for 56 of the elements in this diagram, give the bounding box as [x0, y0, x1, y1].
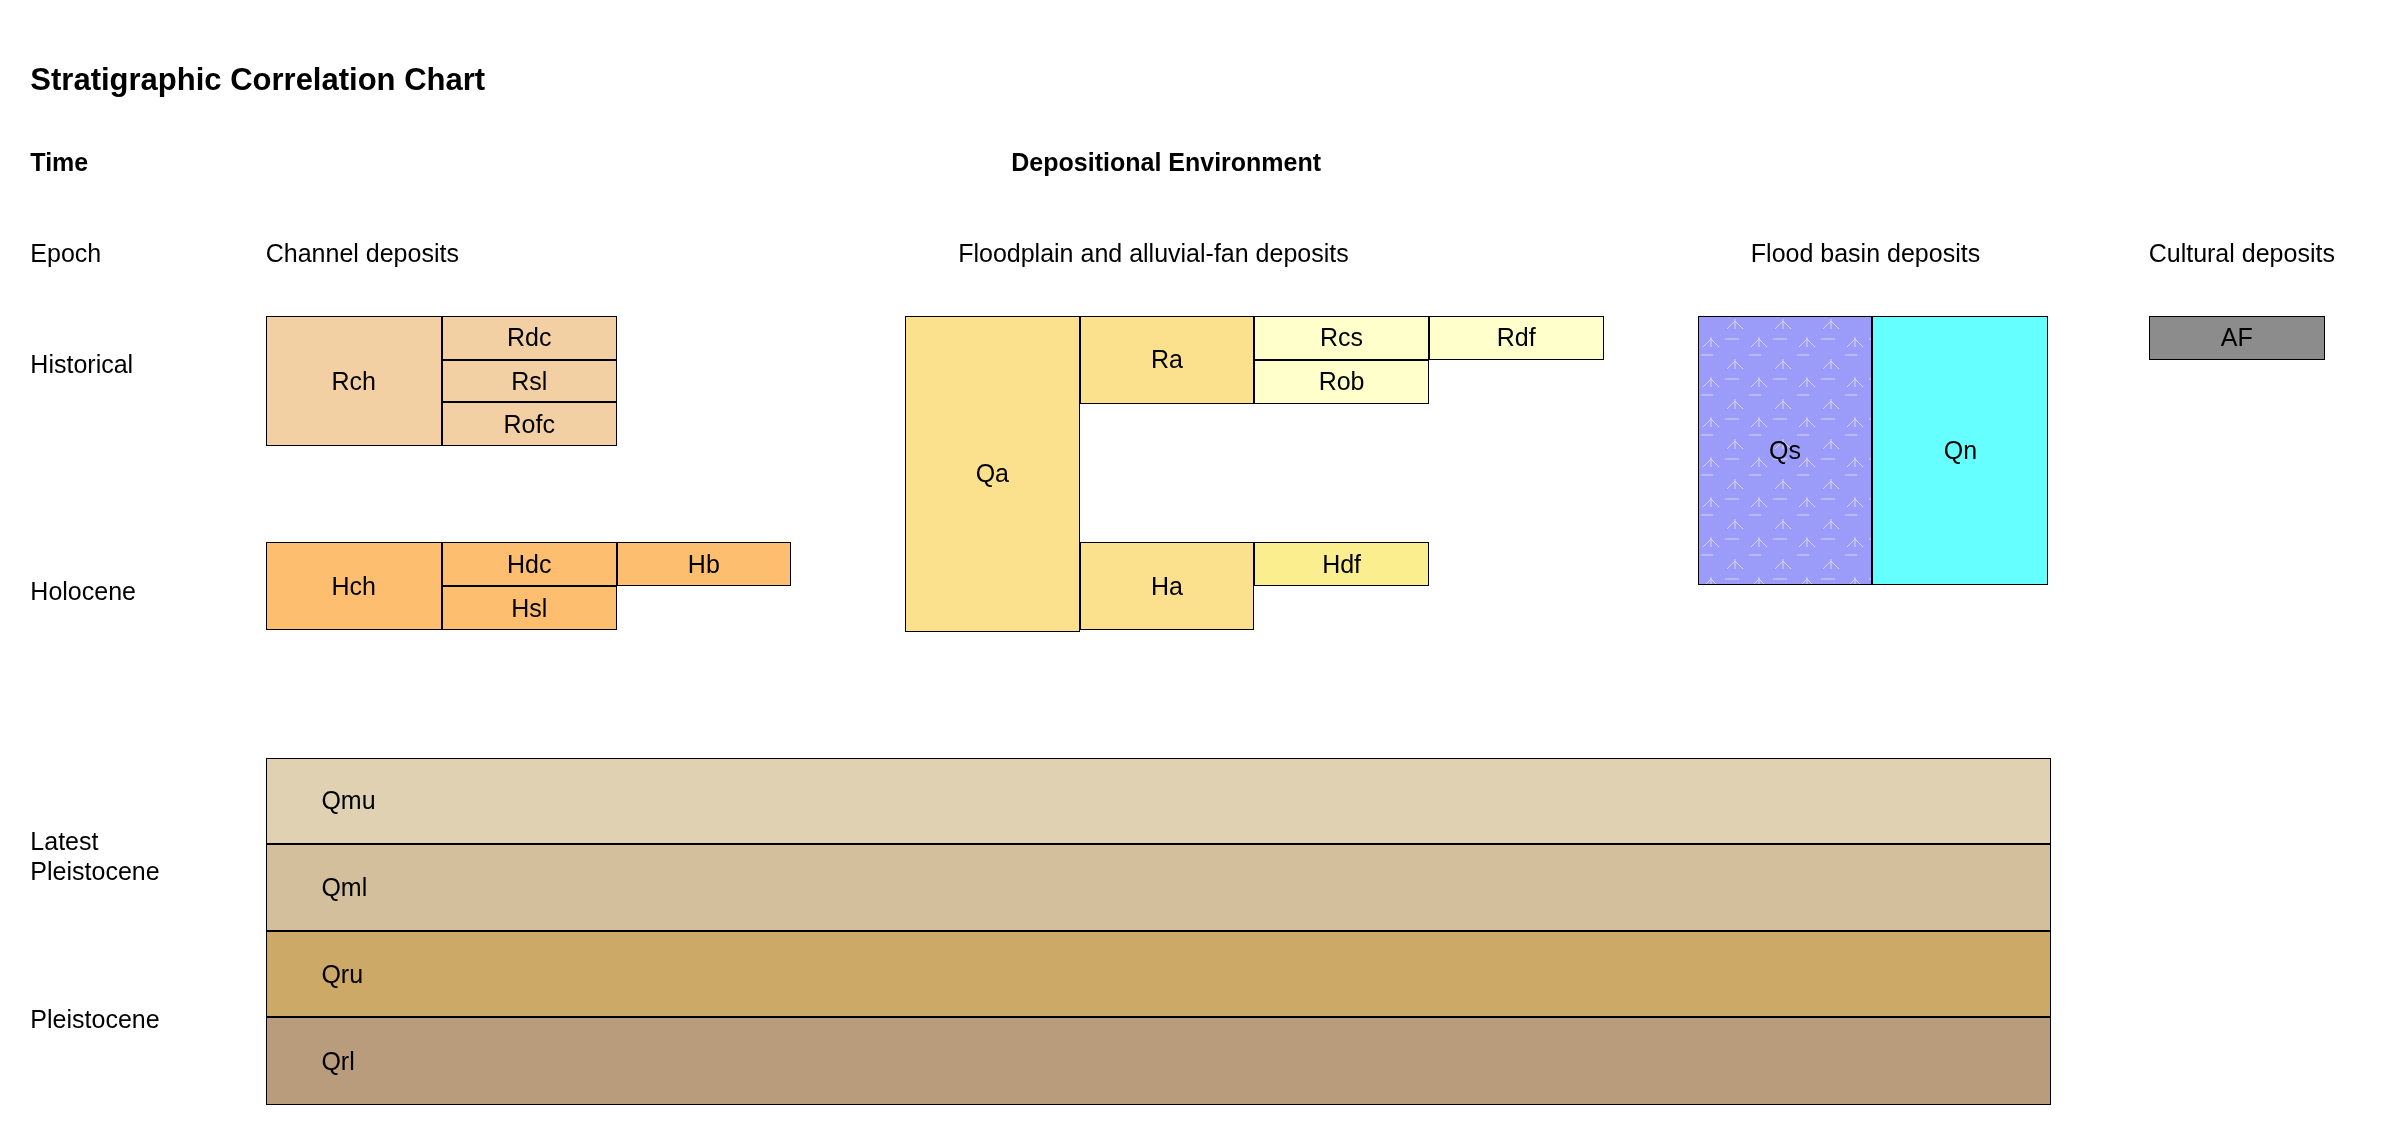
unit-box [1254, 542, 1429, 587]
unit-label: Qn [1943, 435, 1978, 465]
unit-box [1428, 315, 1604, 360]
unit-label: AF [2220, 323, 2253, 353]
unit-box [905, 315, 1080, 632]
unit-box [1254, 315, 1429, 360]
unit-label: Rdf [1496, 323, 1536, 353]
unit-box [441, 542, 617, 587]
unit-label: Rcs [1320, 323, 1364, 353]
column-heading: Cultural deposits [2148, 238, 2335, 269]
unit-label: Rsl [511, 366, 548, 396]
unit-box [265, 757, 2052, 845]
unit-label: Qa [975, 459, 1009, 489]
unit-label: Ha [1150, 571, 1183, 601]
unit-box [441, 586, 617, 631]
unit-label: Hdf [1322, 549, 1362, 579]
unit-box [2148, 315, 2325, 360]
chart-title: Stratigraphic Correlation Chart [30, 65, 486, 96]
unit-box [441, 402, 617, 447]
column-heading: Epoch [30, 238, 102, 269]
unit-box [1079, 315, 1255, 404]
column-heading: Floodplain and alluvial-fan deposits [958, 238, 1349, 269]
epoch-label: Pleistocene [30, 1003, 160, 1034]
unit-box [1697, 315, 1873, 585]
unit-box [265, 930, 2052, 1018]
unit-box [441, 359, 617, 403]
unit-label: Hsl [511, 593, 548, 623]
unit-label: Hch [331, 571, 377, 601]
column-heading: Channel deposits [265, 238, 459, 269]
epoch-label: Latest Pleistocene [30, 826, 161, 887]
unit-box [265, 1017, 2052, 1106]
column-heading: Depositional Environment [1011, 147, 1322, 178]
unit-box [1254, 359, 1429, 404]
epoch-label: Historical [30, 349, 134, 380]
unit-label: Qru [321, 959, 364, 989]
column-heading: Time [30, 147, 89, 178]
unit-label: Hb [687, 549, 720, 579]
unit-label: Qmu [321, 786, 376, 816]
unit-label: Hdc [506, 549, 552, 579]
unit-label: Rch [331, 366, 377, 396]
unit-box [265, 542, 442, 631]
unit-box [265, 315, 442, 447]
unit-label: Qml [321, 873, 368, 903]
unit-label: Qs [1769, 435, 1801, 465]
unit-box [616, 542, 792, 587]
unit-label: Rob [1318, 367, 1365, 397]
unit-box [1872, 315, 2049, 585]
unit-box [1079, 542, 1255, 631]
unit-label: Rdc [506, 323, 552, 353]
unit-box [265, 844, 2052, 931]
unit-box [441, 315, 617, 360]
unit-label: Rofc [503, 409, 555, 439]
unit-label: Qrl [321, 1046, 355, 1076]
column-heading: Flood basin deposits [1750, 238, 1981, 269]
unit-label: Ra [1150, 345, 1183, 375]
epoch-label: Holocene [30, 575, 136, 606]
